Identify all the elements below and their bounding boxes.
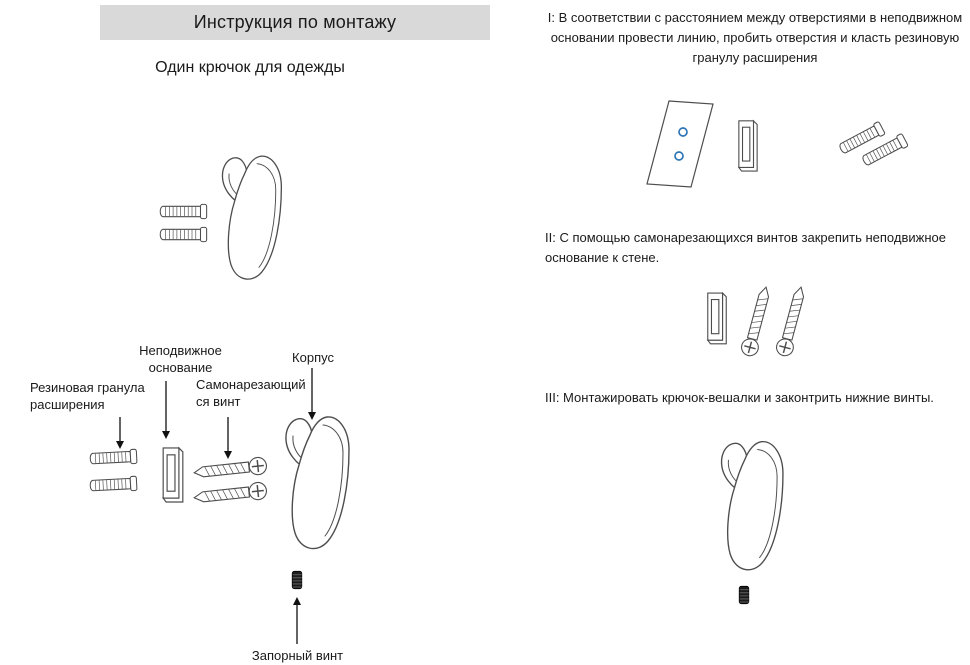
fixed-base-arrow-icon [162,381,170,439]
rubber-granule-arrow-icon [116,417,124,449]
locking-screw-label: Запорный винт [251,648,344,663]
step1-fixed-base-illustration [736,119,760,172]
step3-coat-hook-illustration [700,430,788,578]
main-dowel-illustration-2 [155,226,212,243]
self-tapping-screw-label: Самонарезающий ся винт [196,377,306,409]
exploded-fixed-base-illustration [160,446,186,503]
exploded-screw-illustration-1 [191,455,269,483]
main-dowel-illustration-1 [155,203,212,220]
step2-screw-illustration-1 [738,283,776,360]
step2-screw-illustration-2 [773,283,811,360]
step1-text: I: В соответствии с расстоянием между от… [547,10,963,66]
step1-wall-plate-illustration [645,98,715,190]
title-banner: Инструкция по монтажу [100,5,490,40]
exploded-dowel-illustration-1 [85,448,143,468]
step2-fixed-base-illustration [705,290,729,346]
main-coat-hook-illustration [200,145,288,287]
step3-text: III: Монтажировать крючок-вешалки и зако… [545,390,934,405]
exploded-grub-screw-illustration [290,569,304,591]
body-arrow-icon [308,368,316,420]
page-title: Инструкция по монтажу [193,12,397,32]
rubber-granule-label: Резиновая гранула расширения [30,380,145,412]
exploded-coat-hook-illustration [264,405,354,557]
exploded-dowel-illustration-2 [85,475,143,495]
self-tapping-screw-arrow-icon [224,417,232,459]
product-subtitle: Один крючок для одежды [155,59,345,76]
step2-text: II: С помощью самонарезающихся винтов за… [545,230,946,266]
exploded-screw-illustration-2 [191,480,269,508]
fixed-base-label: Неподвижное основание [139,343,222,375]
step3-grub-screw-illustration [737,584,751,606]
locking-screw-arrow-icon [293,597,301,644]
body-label: Корпус [292,350,334,365]
